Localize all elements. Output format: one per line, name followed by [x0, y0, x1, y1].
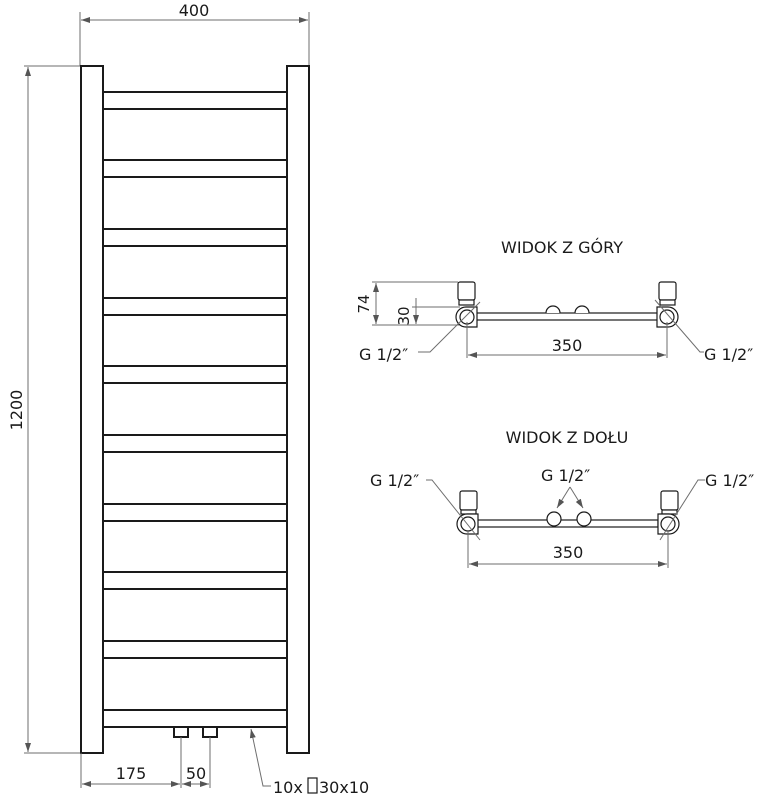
offset-dim-label: 175: [116, 764, 147, 783]
top-pipe: [475, 312, 659, 321]
bottom-right-valve: [657, 490, 680, 535]
rung-callout: 10x 30x10: [249, 728, 369, 797]
bottom-view: WIDOK Z DOŁU G 1/2″ G 1/2″ G 1/2″: [370, 428, 754, 568]
bottom-pipe: [475, 519, 659, 528]
width-dimension: 400: [79, 1, 310, 66]
bottom-left-valve: [456, 490, 479, 535]
offset-30-label: 30: [395, 306, 413, 325]
top-view: WIDOK Z GÓRY 74 30 G 1/2″: [355, 238, 753, 364]
top-right-valve: [656, 281, 679, 328]
top-left-thread-label: G 1/2″: [359, 345, 408, 364]
rung: [102, 571, 288, 590]
left-column: [80, 65, 104, 754]
spacing-dim-label: 50: [186, 764, 206, 783]
rung: [102, 434, 288, 453]
top-stub-left: [545, 305, 561, 314]
bottom-right-thread-label: G 1/2″: [705, 471, 754, 490]
bottom-inlet-left: [546, 511, 562, 527]
top-span-label: 350: [552, 336, 583, 355]
height-dim-label: 1200: [7, 390, 26, 431]
top-left-valve: [455, 281, 478, 328]
rung-profile-label: 30x10: [319, 778, 369, 797]
width-dim-label: 400: [179, 1, 210, 20]
top-stub-right: [574, 305, 590, 314]
depth-dim-label: 74: [355, 294, 373, 313]
connector-right: [202, 726, 218, 738]
front-view: 400 1200: [7, 1, 369, 797]
rectangle-profile-icon: [307, 777, 318, 794]
rung: [102, 228, 288, 247]
rung: [102, 159, 288, 178]
right-column: [286, 65, 310, 754]
bottom-left-thread-label: G 1/2″: [370, 471, 419, 490]
rung: [102, 709, 288, 728]
bottom-dimensions: 175 50: [80, 737, 211, 788]
connector-left: [173, 726, 189, 738]
top-view-title: WIDOK Z GÓRY: [501, 238, 623, 257]
bottom-center-thread-label: G 1/2″: [541, 466, 590, 485]
height-dimension: 1200: [7, 65, 80, 754]
rung-count-label: 10x: [273, 778, 303, 797]
rung: [102, 640, 288, 659]
rung: [102, 297, 288, 316]
rung: [102, 91, 288, 110]
rungs: [102, 91, 288, 728]
bottom-view-title: WIDOK Z DOŁU: [506, 428, 629, 447]
rung: [102, 503, 288, 522]
bottom-inlet-right: [576, 511, 592, 527]
top-right-thread-label: G 1/2″: [704, 345, 753, 364]
rung: [102, 365, 288, 384]
bottom-span-label: 350: [553, 543, 584, 562]
